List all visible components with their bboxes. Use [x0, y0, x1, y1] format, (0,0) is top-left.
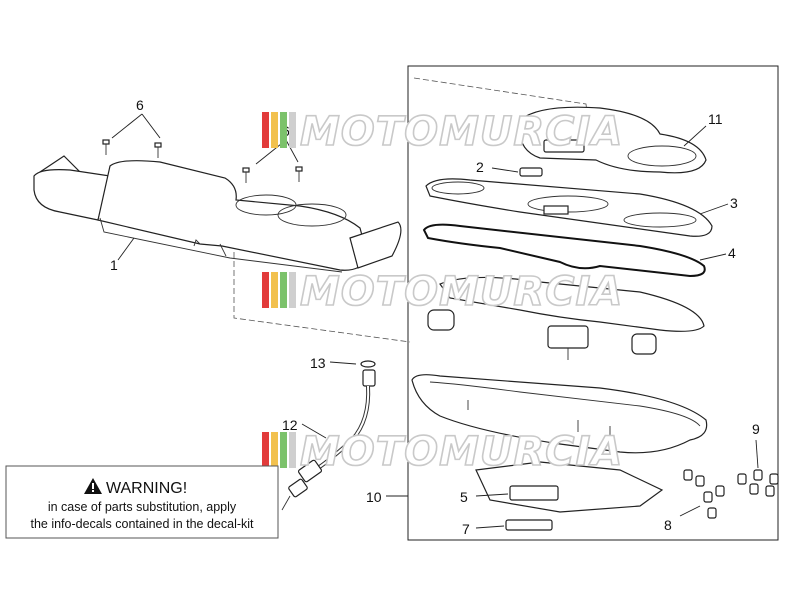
housing-part — [411, 374, 708, 454]
callout-9: 9 — [752, 421, 760, 437]
callout-6: 6 — [136, 97, 144, 113]
gasket-part — [422, 223, 706, 278]
warning-box: WARNING! in case of parts substitution, … — [5, 465, 279, 539]
small-clip-part — [519, 167, 543, 177]
decal-strip-part — [505, 519, 553, 531]
warning-line-2: the info-decals contained in the decal-k… — [30, 517, 254, 531]
callout-2: 2 — [476, 159, 484, 175]
callout-12: 12 — [282, 417, 298, 433]
connector-block-part — [509, 485, 559, 501]
bezel-frame-part — [425, 178, 713, 237]
callout-13: 13 — [310, 355, 326, 371]
callout-8: 8 — [664, 517, 672, 533]
watermark-text-2: MOTOMURCIA — [300, 269, 623, 315]
callout-11: 11 — [708, 111, 723, 127]
glass-cover-part — [413, 77, 707, 174]
callout-5: 5 — [460, 489, 468, 505]
watermark-1: MOTOMURCIA — [262, 108, 623, 156]
callout-7: 7 — [462, 521, 470, 537]
watermark-3: MOTOMURCIA — [262, 428, 623, 476]
warning-line-1: in case of parts substitution, apply — [48, 500, 237, 514]
callout-10: 10 — [366, 489, 382, 505]
watermark-text-3: MOTOMURCIA — [300, 429, 623, 475]
speedometer-cable-part — [281, 360, 376, 511]
callout-3: 3 — [730, 195, 738, 211]
circuit-board-part — [427, 276, 705, 360]
callout-4: 4 — [728, 245, 736, 261]
watermark-text-1: MOTOMURCIA — [300, 109, 623, 155]
screw-set-part — [102, 139, 303, 183]
warning-triangle-icon — [84, 478, 102, 494]
callout-1: 1 — [110, 257, 118, 273]
warning-title: WARNING! — [106, 480, 187, 497]
instrument-cover-part — [33, 155, 402, 273]
bulb-set-part — [683, 469, 779, 519]
watermark-2: MOTOMURCIA — [262, 268, 623, 316]
assembly-frame — [407, 65, 779, 541]
